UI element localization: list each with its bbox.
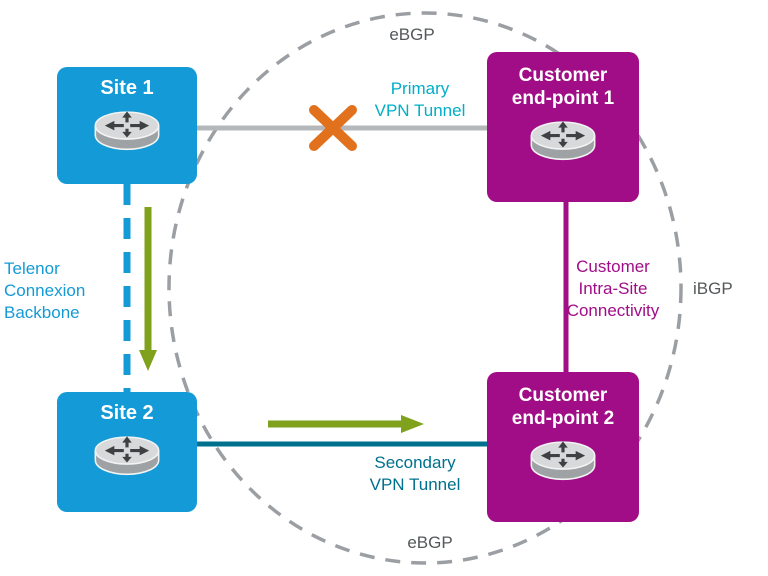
backbone-label: Telenor Connexion Backbone	[4, 259, 86, 322]
node-site-2: Site 2	[57, 392, 197, 512]
bgp-ring	[167, 11, 683, 565]
node-site-1-label: Site 1	[100, 77, 154, 99]
intra-site-label: Customer Intra-Site Connectivity	[566, 257, 660, 320]
ebgp-top-label: eBGP	[389, 25, 435, 44]
ebgp-bottom-label: eBGP	[407, 533, 453, 552]
node-site-2-label: Site 2	[100, 402, 154, 424]
router-icon	[530, 121, 596, 161]
ibgp-label: iBGP	[693, 279, 733, 298]
router-icon	[530, 441, 596, 481]
primary-tunnel-label: Primary VPN Tunnel	[374, 79, 466, 120]
green-flow-arrow-icon	[139, 207, 157, 371]
node-site-1: Site 1	[57, 67, 197, 184]
failure-x-icon	[309, 105, 357, 151]
node-customer-endpoint-2-label: Customer end-point 2	[511, 385, 615, 429]
router-icon	[94, 111, 160, 151]
router-icon	[94, 436, 160, 476]
green-flow-arrow-icon	[268, 415, 424, 433]
node-customer-endpoint-2: Customer end-point 2	[487, 372, 639, 522]
node-customer-endpoint-1: Customer end-point 1	[487, 52, 639, 202]
node-customer-endpoint-1-label: Customer end-point 1	[511, 65, 615, 109]
secondary-tunnel-label: Secondary VPN Tunnel	[369, 453, 461, 494]
